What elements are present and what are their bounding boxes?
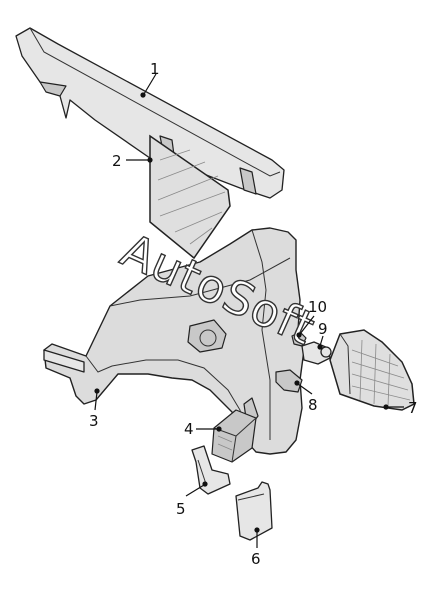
callout-label-4: 4 bbox=[184, 420, 194, 438]
callout-4: 4 bbox=[184, 420, 222, 438]
callout-8: 8 bbox=[294, 380, 318, 414]
part-side-glass bbox=[149, 134, 231, 260]
callout-label-7: 7 bbox=[408, 399, 418, 417]
callout-9: 9 bbox=[317, 320, 328, 350]
callout-label-5: 5 bbox=[176, 500, 186, 518]
callout-label-6: 6 bbox=[251, 550, 261, 568]
callout-label-8: 8 bbox=[308, 396, 318, 414]
callout-label-9: 9 bbox=[318, 320, 328, 338]
callout-2: 2 bbox=[112, 152, 153, 170]
callout-label-1: 1 bbox=[150, 60, 160, 78]
callout-10: 10 bbox=[296, 298, 327, 338]
callout-label-2: 2 bbox=[112, 152, 122, 170]
callout-label-3: 3 bbox=[89, 412, 99, 430]
callout-3: 3 bbox=[89, 388, 100, 430]
part-lamp-holder bbox=[211, 409, 257, 463]
part-clip bbox=[275, 369, 303, 393]
callout-7: 7 bbox=[383, 399, 418, 417]
callout-6: 6 bbox=[251, 527, 261, 568]
part-bulb bbox=[301, 341, 332, 365]
callout-1: 1 bbox=[140, 60, 160, 98]
part-tail-lamp bbox=[329, 329, 415, 411]
callout-5: 5 bbox=[176, 481, 208, 518]
part-plate bbox=[235, 481, 273, 541]
part-bracket bbox=[191, 445, 231, 495]
callout-label-10: 10 bbox=[308, 298, 327, 316]
